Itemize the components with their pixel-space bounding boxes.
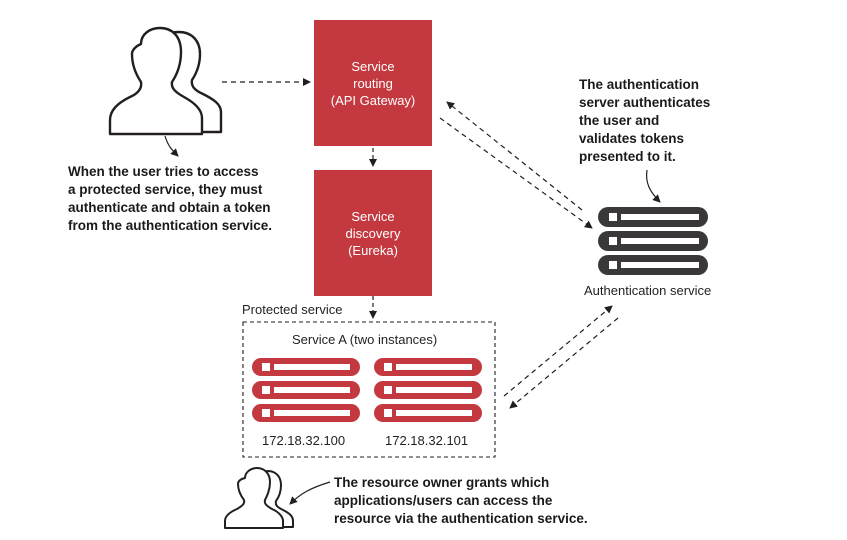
user-note: When the user tries to access a protecte… — [68, 164, 273, 233]
service-a-label: Service A (two instances) — [292, 332, 438, 347]
owner-note-callout — [289, 481, 331, 505]
auth-server-icon — [598, 207, 708, 275]
server-instance-icon — [252, 358, 360, 422]
gateway-to-auth-arrow — [439, 117, 593, 229]
auth-service-label: Authentication service — [584, 283, 712, 298]
auth-to-gateway-arrow — [446, 101, 583, 211]
resource-owner-icon — [224, 467, 294, 529]
server-instance-icon — [374, 358, 482, 422]
service-discovery-label: Service discovery (Eureka) — [345, 208, 401, 258]
service-routing-label: Service routing (API Gateway) — [330, 58, 416, 108]
auth-note-callout — [645, 169, 661, 203]
auth-to-service-arrow — [509, 317, 619, 409]
auth-server-note: The authentication server authenticates … — [579, 77, 711, 164]
service-to-auth-arrow — [503, 305, 613, 397]
user-note-callout — [164, 135, 179, 157]
protected-service-boundary — [242, 321, 496, 458]
user-icon — [108, 26, 223, 136]
service-routing-box: Service routing (API Gateway) — [314, 20, 432, 146]
protected-service-label: Protected service — [242, 302, 343, 317]
service-discovery-box: Service discovery (Eureka) — [314, 170, 432, 296]
resource-owner-note: The resource owner grants which applicat… — [334, 475, 588, 526]
instance-ip-2: 172.18.32.101 — [385, 433, 469, 448]
instance-ip-1: 172.18.32.100 — [262, 433, 346, 448]
